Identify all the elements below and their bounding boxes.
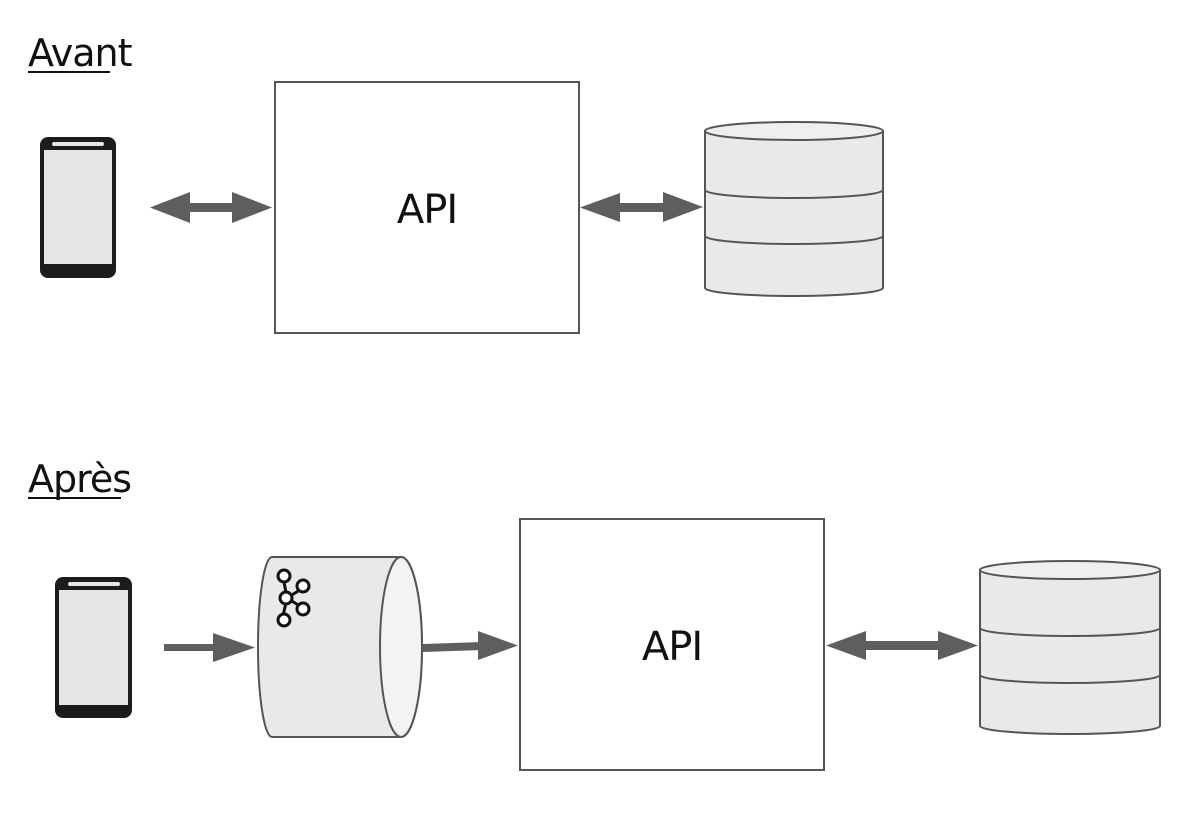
arrow-right (423, 631, 518, 660)
database-icon (979, 560, 1161, 735)
bidirectional-arrow (580, 192, 703, 222)
section-before: Avant API (28, 31, 884, 334)
database-icon (704, 121, 884, 297)
section-title-after: Après (28, 457, 131, 501)
smartphone-icon (55, 577, 132, 718)
smartphone-icon (40, 137, 116, 278)
api-box-label: API (397, 187, 457, 233)
arrow-right (164, 633, 255, 662)
section-after: Après (28, 457, 1161, 771)
kafka-topic-icon (257, 556, 423, 738)
kafka-logo-icon (276, 568, 311, 628)
api-box-label: API (642, 624, 702, 670)
bidirectional-arrow (150, 192, 272, 223)
api-box: API (274, 81, 580, 334)
section-title-before: Avant (28, 31, 132, 75)
bidirectional-arrow (826, 631, 978, 660)
api-box: API (519, 518, 825, 771)
